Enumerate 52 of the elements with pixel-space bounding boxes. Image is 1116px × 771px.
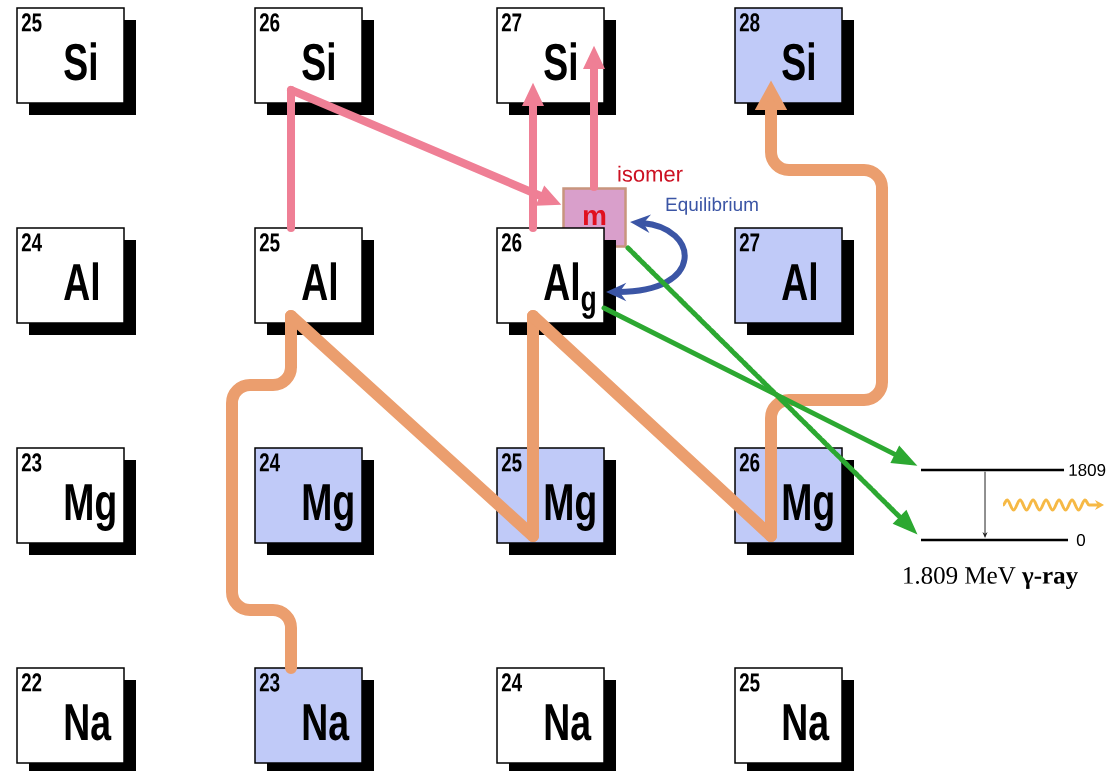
element-symbol: Na (545, 704, 592, 741)
isotope-box (16, 667, 136, 771)
element-symbol: Mg (303, 484, 353, 532)
isotope-box (16, 447, 136, 555)
isotope-box (734, 7, 854, 115)
mass-number: 24 (501, 673, 522, 692)
isotope-box (254, 667, 374, 771)
mass-number: 25 (21, 13, 42, 32)
element-symbol: Na (303, 704, 350, 741)
isotope-box (734, 667, 854, 771)
level-label: 0 (1076, 534, 1085, 547)
isotope-box (254, 7, 374, 115)
mass-number: 26 (739, 453, 760, 472)
element-symbol: Mg (783, 484, 833, 532)
element-symbol: Na (783, 704, 830, 741)
mass-number: 22 (21, 673, 42, 692)
level-label: 1809 (1069, 464, 1106, 477)
arrow (983, 471, 987, 538)
element-symbol: Mg (545, 484, 595, 532)
mass-number: 26 (259, 13, 280, 32)
edge-label: Equilibrium (664, 196, 760, 216)
mass-number: 26 (501, 233, 522, 252)
mass-number: 25 (501, 453, 522, 472)
element-symbol: Al (782, 262, 816, 300)
element-symbol: Si (64, 42, 96, 81)
element-symbol: Mg (65, 484, 115, 532)
mass-number: 27 (739, 233, 760, 252)
mass-number: 27 (501, 13, 522, 32)
element-symbol: Al$_{g}$ (544, 262, 595, 319)
element-symbol: Al (64, 262, 98, 300)
isotope-box (496, 7, 616, 115)
isotope-box (734, 227, 854, 335)
mass-number: 25 (259, 233, 280, 252)
mass-number: 24 (21, 233, 42, 252)
isomer-label: isomer (618, 165, 683, 182)
element-symbol: Si (782, 42, 814, 81)
isotope-box (16, 227, 136, 335)
isotope-box (254, 447, 374, 555)
mass-number: 23 (259, 673, 280, 692)
element-symbol: Na (65, 704, 112, 741)
mass-number: 23 (21, 453, 42, 472)
caption: 1.809 MeV γ-ray (904, 567, 1078, 589)
mass-number: 25 (739, 673, 760, 692)
element-symbol: Si (302, 42, 334, 81)
mass-number: 28 (739, 13, 760, 32)
isotope-box (496, 227, 616, 335)
isotope-box (16, 7, 136, 115)
element-symbol: Al (302, 262, 336, 300)
mass-number: 24 (259, 453, 280, 472)
isotope-box (496, 667, 616, 771)
isotope-box (254, 227, 374, 335)
element-symbol: Si (544, 42, 576, 81)
